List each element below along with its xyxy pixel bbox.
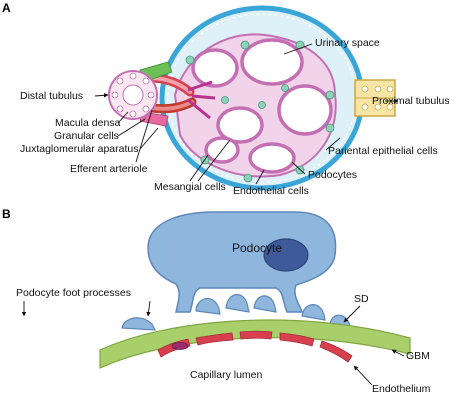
capillary-loop xyxy=(191,48,239,88)
label-sd: SD xyxy=(354,293,369,305)
label-mesangial-cells: Mesangial cells xyxy=(154,181,226,193)
panel-a-letter: A xyxy=(2,1,11,15)
label-urinary-space: Urinary space xyxy=(315,37,380,49)
glomerulus xyxy=(139,5,365,191)
label-foot-processes: Podocyte foot processes xyxy=(16,287,131,299)
label-granular-cells: Granular cells xyxy=(54,130,119,142)
podocyte-cells xyxy=(185,40,335,183)
endothelial-nucleus xyxy=(171,342,189,350)
label-podocytes: Podocytes xyxy=(308,169,357,181)
podocyte xyxy=(147,211,337,313)
label-pariental-epithelial: Pariental epithelial cells xyxy=(328,145,438,157)
label-proximal-tubulus: Proximal tubulus xyxy=(372,95,450,107)
label-efferent-arteriole: Efferent arteriole xyxy=(70,163,148,175)
label-endothelium: Endothelium xyxy=(372,383,431,395)
label-juxtaglomerular: Juxtaglomerular aparatus xyxy=(20,143,138,155)
label-podocyte: Podocyte xyxy=(232,241,282,255)
capillary-loop xyxy=(277,84,333,136)
label-distal-tubulus: Distal tubulus xyxy=(20,90,83,102)
podocyte-nucleus xyxy=(263,238,309,272)
label-macula-densa: Macula densa xyxy=(55,117,121,129)
label-endothelial-cells: Endothelial cells xyxy=(233,185,309,197)
capillary-loops xyxy=(191,38,333,174)
distal-tubule xyxy=(108,70,158,120)
capillary-loop xyxy=(216,106,264,144)
proximal-tubule xyxy=(354,79,396,117)
label-gbm: GBM xyxy=(406,350,430,362)
foot-processes xyxy=(121,293,352,331)
capillary-loop xyxy=(248,142,296,174)
panel-b-letter: B xyxy=(2,207,11,221)
capillary-loop xyxy=(240,38,304,86)
label-capillary-lumen: Capillary lumen xyxy=(190,369,263,381)
